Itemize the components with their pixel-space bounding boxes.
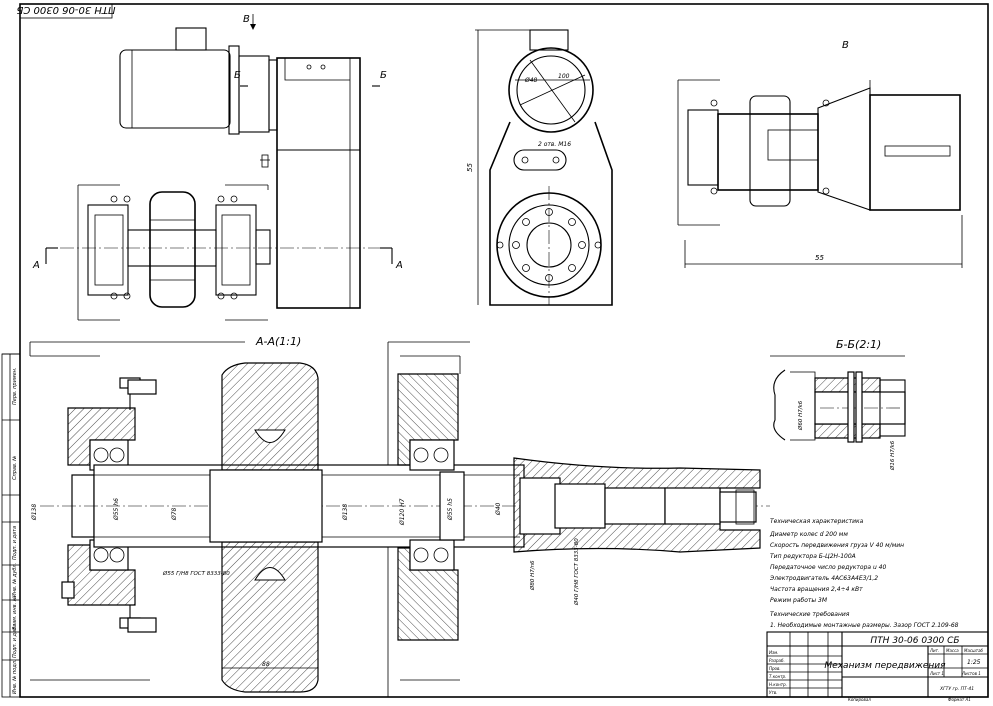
footer-format: Формат А1 [948, 697, 971, 702]
title-sheets: Листов 1 [961, 671, 981, 676]
spec-line-4: Электродвигатель 4АС63А4ЕЗ/1,2 [769, 575, 878, 582]
view-v-right-label: В [842, 40, 849, 51]
dim-wheel-outer: Ø138 [342, 504, 349, 521]
spec-line-0: Диаметр колес d 200 мм [769, 531, 848, 538]
dim-bb-1: Ø60 Н7/k6 [797, 400, 804, 431]
section-aa: А-А(1:1) [29, 335, 770, 697]
title-sheet: Лист 1 [929, 671, 944, 676]
spec-line-1: Скорость передвижения груза V 40 м/мин [770, 542, 904, 549]
title-row-0: Изм. [769, 650, 778, 655]
title-row-3: Т.контр. [769, 674, 786, 679]
spec-line-5: Частота вращения 2,4÷4 кВт [770, 586, 863, 593]
spec-heading: Техническая характеристика [770, 518, 864, 525]
side-cell-5: Подп. и дата [12, 624, 18, 658]
side-cell-2: Подп. и дата [12, 526, 18, 560]
dim-circle-a: Ø48 [524, 77, 538, 84]
dim-bearing1: Ø55 h6 [113, 498, 120, 521]
section-a-left-label: А [32, 260, 40, 271]
view-v: В 55 [677, 40, 963, 268]
title-row-5: Утв. [769, 690, 777, 695]
dim-shaft2: Ø40 [495, 502, 502, 516]
dim-wheel-width: 88 [262, 661, 270, 668]
title-mass: Масса [946, 648, 959, 653]
front-view: Ø48 100 2 отв. М16 55 [466, 29, 613, 306]
side-cell-1: Справ. № [12, 456, 18, 480]
title-name: Механизм передвижения [824, 661, 946, 671]
dim-front-height: 55 [466, 163, 474, 172]
dim-right-length: 55 [815, 254, 824, 262]
dim-fit-left: Ø55 Г/Н8 ГОСТ 8333-80 [162, 570, 230, 577]
view-v-label: В [243, 14, 250, 25]
side-cell-0: Перв. примен. [12, 367, 18, 405]
section-aa-title: А-А(1:1) [255, 335, 301, 348]
section-b-right-label: Б [380, 70, 387, 81]
section-bb-title: Б-Б(2:1) [836, 338, 881, 351]
title-row-4: Н.контр. [769, 682, 787, 687]
section-bb: Б-Б(2:1) Ø60 Н7/k6 Ø16 Н7/k6 [770, 338, 906, 471]
section-b-left-label: Б [234, 70, 241, 81]
dim-left-dia: Ø138 [31, 504, 38, 521]
spec-line-2: Тип редуктора Б-Ц2Н-100А [770, 553, 856, 560]
dim-circle-b: 100 [558, 73, 570, 80]
title-scale: 1:25 [967, 659, 981, 666]
wheel-axle-plan: А А [32, 184, 403, 321]
mirrored-code: ПТН 30-06 0300 СБ [16, 4, 115, 15]
spec-line-6: Режим работы 3М [770, 597, 828, 604]
top-view-drive: В Б Б [119, 14, 387, 309]
spec-line-3: Передаточное число редуктора u 40 [770, 564, 886, 571]
side-cell-4: Взам. инв. № [12, 596, 18, 630]
dim-bb-2: Ø16 Н7/k6 [889, 440, 896, 471]
dim-wheel-inner: Ø78 [171, 507, 178, 521]
title-row-1: Разраб. [769, 658, 785, 663]
dim-side-fit: Ø80 Н7/n6 [529, 560, 536, 591]
footer-copied: Копировал [848, 697, 871, 702]
sheet-frame [19, 3, 989, 698]
mirrored-code-box [19, 3, 113, 19]
dim-shaft1: Ø55 h5 [447, 498, 454, 521]
title-scale-hdr: Масштаб [964, 648, 984, 653]
technical-specs: Техническая характеристика Диаметр колес… [769, 518, 959, 629]
side-cell-6: Инв. № подл. [12, 660, 18, 695]
title-block: ПТН 30-06 0300 СБ Механизм передвижения … [766, 631, 989, 698]
dim-bearing2: Ø120 Н7 [399, 498, 406, 526]
dim-slot: 2 отв. М16 [538, 141, 571, 148]
title-lit: Лит. [929, 648, 939, 653]
title-code: ПТН 30-06 0300 СБ [870, 636, 959, 646]
title-org: ХГТУ гр. ПТ-41 [939, 686, 974, 692]
dim-fit-right: Ø40 Г/Н8 ГОСТ 8333-80 [573, 538, 580, 606]
side-cell-3: Инв. № дубл. [12, 563, 18, 597]
title-row-2: Пров. [769, 666, 781, 671]
req-heading: Технические требования [770, 611, 850, 618]
req-line: 1. Необходимые монтажные размеры. Зазор … [770, 622, 959, 629]
section-a-right-label: А [395, 260, 403, 271]
